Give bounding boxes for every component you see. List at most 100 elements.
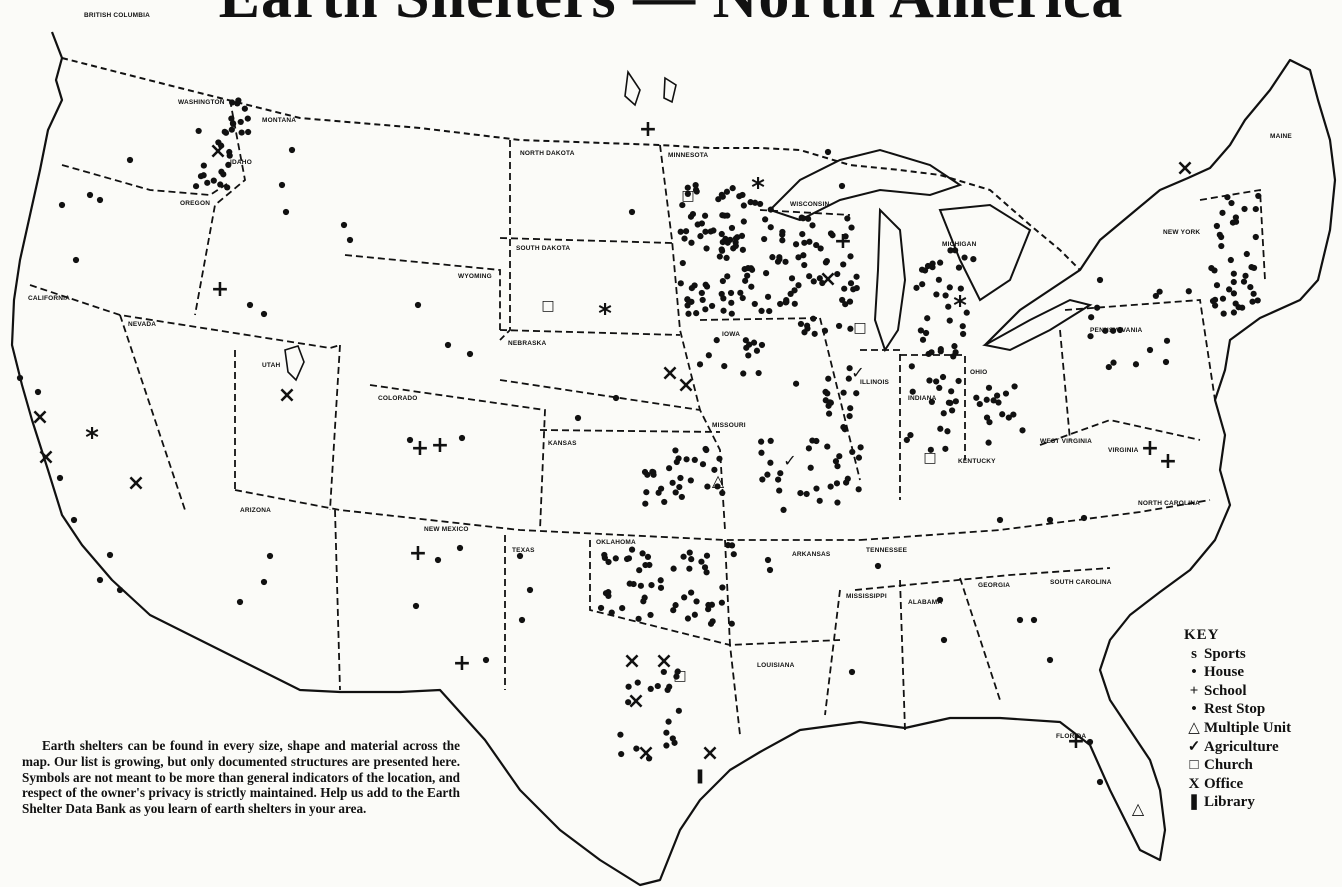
house-dot-icon bbox=[715, 196, 722, 203]
state-label-alabama: ALABAMA bbox=[908, 599, 942, 606]
house-dot-icon bbox=[647, 685, 654, 692]
house-dot-icon bbox=[724, 239, 731, 246]
house-dot-icon bbox=[799, 231, 806, 238]
house-dot-icon bbox=[608, 609, 615, 616]
church-square-icon: □ bbox=[541, 298, 554, 314]
key-item-multiple-unit: △ Multiple Unit bbox=[1184, 719, 1334, 738]
house-dot-icon bbox=[826, 399, 833, 406]
rest-stop-icon: • bbox=[1191, 701, 1197, 718]
school-cross-icon: + bbox=[409, 541, 427, 566]
house-dot-icon bbox=[747, 199, 754, 206]
house-dot-icon bbox=[758, 438, 765, 445]
house-dot-icon bbox=[792, 241, 800, 248]
house-dot-icon bbox=[936, 384, 943, 392]
house-dot-icon bbox=[1240, 278, 1248, 285]
house-dot-icon bbox=[714, 483, 721, 490]
house-dot-icon bbox=[406, 436, 414, 444]
state-label-south-carolina: SOUTH CAROLINA bbox=[1050, 579, 1112, 586]
house-dot-icon bbox=[612, 555, 619, 562]
office-x-icon: × bbox=[627, 689, 645, 714]
house-dot-icon bbox=[908, 363, 915, 370]
house-dot-icon bbox=[917, 327, 924, 334]
state-label-arkansas: ARKANSAS bbox=[792, 551, 831, 558]
house-dot-icon bbox=[775, 476, 782, 483]
key-item-house: • House bbox=[1184, 663, 1334, 682]
house-dot-icon bbox=[947, 247, 954, 254]
house-dot-icon bbox=[739, 294, 746, 302]
house-dot-icon bbox=[682, 228, 690, 235]
house-dot-icon bbox=[701, 564, 709, 571]
house-dot-icon bbox=[853, 390, 860, 397]
house-dot-icon bbox=[825, 375, 832, 382]
house-dot-icon bbox=[976, 400, 983, 408]
house-dot-icon bbox=[955, 377, 962, 385]
house-dot-icon bbox=[673, 458, 680, 466]
house-dot-icon bbox=[681, 594, 688, 601]
house-dot-icon bbox=[816, 497, 823, 504]
house-dot-icon bbox=[933, 378, 940, 385]
office-x-icon: × bbox=[127, 471, 145, 496]
state-label-louisiana: LOUISIANA bbox=[757, 662, 795, 669]
house-dot-icon bbox=[1229, 219, 1237, 226]
state-label-missouri: MISSOURI bbox=[712, 422, 746, 429]
office-x-icon: X bbox=[1188, 775, 1200, 792]
house-dot-icon bbox=[601, 551, 608, 559]
state-label-texas: TEXAS bbox=[512, 547, 535, 554]
house-dot-icon bbox=[823, 258, 830, 265]
key-item-label: Church bbox=[1204, 757, 1253, 774]
house-dot-icon bbox=[874, 562, 882, 570]
house-dot-icon bbox=[767, 459, 774, 466]
house-dot-icon bbox=[1212, 302, 1219, 309]
house-dot-icon bbox=[665, 718, 672, 725]
house-dot-icon bbox=[482, 656, 490, 664]
key-item-label: School bbox=[1204, 682, 1247, 699]
house-dot-icon bbox=[687, 477, 694, 484]
house-dot-icon bbox=[936, 596, 944, 604]
house-dot-icon bbox=[217, 181, 224, 188]
house-dot-icon bbox=[224, 184, 231, 191]
house-dot-icon bbox=[692, 182, 699, 189]
library-icon: ❚ bbox=[694, 768, 706, 784]
key-item-label: Sports bbox=[1204, 645, 1246, 662]
house-dot-icon bbox=[642, 561, 649, 569]
house-dot-icon bbox=[226, 152, 233, 159]
house-dot-icon bbox=[244, 115, 251, 122]
house-dot-icon bbox=[1219, 209, 1226, 216]
house-dot-icon bbox=[628, 208, 636, 216]
house-dot-icon bbox=[1230, 270, 1237, 277]
house-dot-icon bbox=[681, 235, 688, 242]
house-dot-icon bbox=[685, 310, 692, 317]
house-dot-icon bbox=[1080, 514, 1088, 522]
house-dot-icon bbox=[732, 242, 739, 250]
house-dot-icon bbox=[842, 301, 849, 308]
house-dot-icon bbox=[745, 264, 752, 272]
house-dot-icon bbox=[913, 284, 920, 291]
house-dot-icon bbox=[266, 552, 274, 560]
house-dot-icon bbox=[719, 277, 726, 285]
house-dot-icon bbox=[730, 551, 737, 558]
house-dot-icon bbox=[96, 196, 104, 204]
house-dot-icon bbox=[957, 285, 964, 292]
house-dot-icon bbox=[225, 161, 232, 168]
house-dot-icon bbox=[636, 567, 643, 574]
house-dot-icon bbox=[767, 437, 774, 444]
house-dot-icon bbox=[806, 238, 813, 245]
house-dot-icon bbox=[844, 215, 851, 222]
house-dot-icon bbox=[1102, 327, 1109, 334]
house-dot-icon bbox=[737, 289, 744, 296]
house-dot-icon bbox=[260, 310, 268, 318]
house-dot-icon bbox=[1208, 264, 1215, 272]
house-dot-icon bbox=[838, 182, 846, 190]
school-cross-icon: + bbox=[431, 433, 449, 458]
house-dot-icon bbox=[937, 425, 944, 432]
house-dot-icon bbox=[278, 181, 286, 189]
house-dot-icon bbox=[928, 349, 935, 356]
house-dot-icon bbox=[816, 275, 823, 282]
house-dot-icon bbox=[414, 301, 422, 309]
house-dot-icon bbox=[412, 602, 420, 610]
house-dot-icon bbox=[782, 258, 789, 265]
house-dot-icon bbox=[721, 212, 728, 219]
house-dot-icon bbox=[236, 598, 244, 606]
house-dot-icon bbox=[1242, 272, 1249, 279]
house-dot-icon bbox=[628, 546, 636, 553]
